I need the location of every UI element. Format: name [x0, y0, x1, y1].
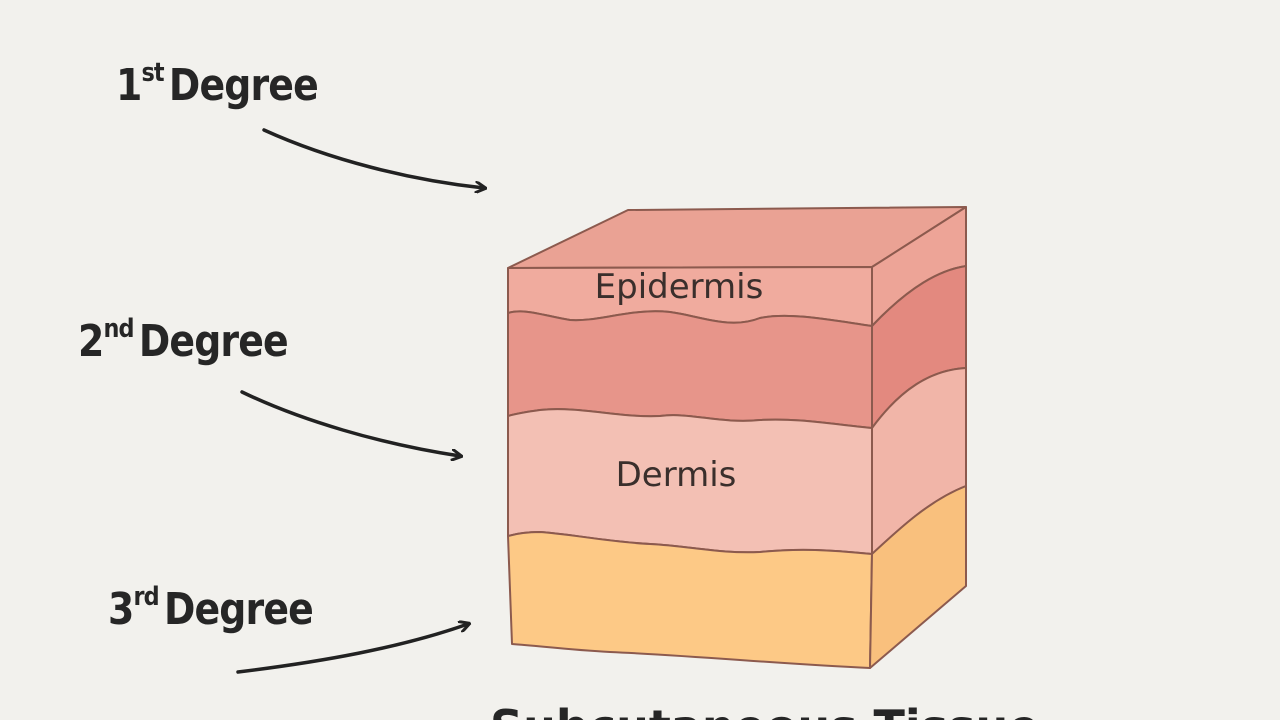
- arrow-third-degree: [236, 624, 468, 674]
- first-degree-suffix: st: [141, 58, 164, 88]
- third-degree-word: Degree: [163, 584, 314, 635]
- subcutaneous-label: Subcutaneous Tissue: [490, 700, 1039, 720]
- dermis-label: Dermis: [616, 455, 737, 495]
- arrow-second-degree: [240, 390, 460, 456]
- first-degree-number: 1: [116, 60, 142, 111]
- second-degree-suffix: nd: [103, 314, 134, 344]
- subcutaneous-front: [507, 531, 873, 669]
- third-degree-number: 3: [108, 584, 134, 635]
- subcutaneous-side: [869, 485, 967, 669]
- third-degree-suffix: rd: [133, 582, 159, 612]
- epidermis-label: Epidermis: [595, 267, 764, 307]
- second-degree-number: 2: [78, 316, 104, 367]
- first-degree-word: Degree: [168, 60, 319, 111]
- second-degree-word: Degree: [138, 316, 289, 367]
- arrow-first-degree: [262, 128, 484, 188]
